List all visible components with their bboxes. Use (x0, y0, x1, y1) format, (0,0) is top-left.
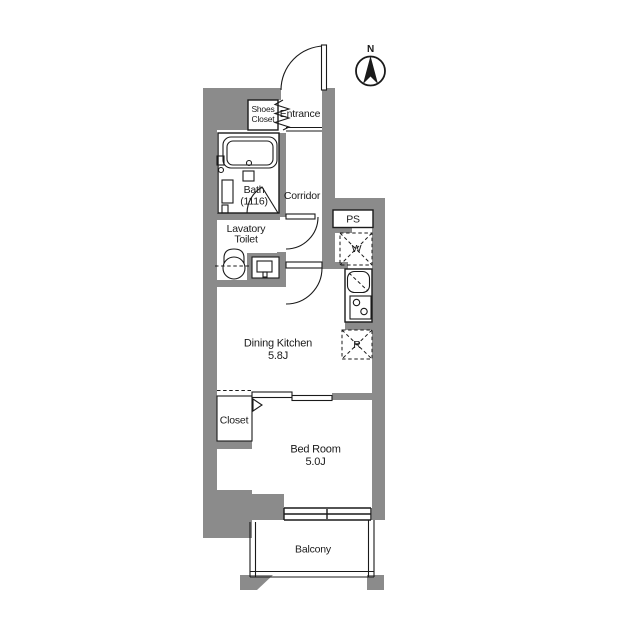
label-bedroom-size: 5.0J (306, 456, 326, 468)
label-balcony: Balcony (295, 544, 332, 556)
closet-door-marker (252, 397, 263, 413)
linework (215, 44, 386, 578)
wall-segment (203, 88, 281, 100)
label-corridor: Corridor (284, 190, 321, 202)
labels: Shoes Closet Entrance Bath (1116) Corrid… (220, 44, 374, 556)
stove-burner (360, 307, 368, 316)
wall-segment (345, 322, 372, 330)
wall-segment (203, 490, 252, 538)
wall-segment (210, 213, 280, 220)
lavatory-door-leaf (285, 213, 316, 220)
kitchen-sink-diagonal (348, 272, 369, 292)
sliding-door-panel (251, 391, 293, 399)
label-shoes-closet: Shoes (251, 104, 274, 114)
label-bath-size: (1116) (240, 196, 268, 208)
bath-counter-small (221, 204, 229, 214)
bedroom-window (283, 507, 372, 521)
label-lavatory: Lavatory (227, 223, 267, 235)
shoes-closet-door-zigzag (273, 99, 291, 131)
wall-segment (322, 227, 352, 233)
entrance-door-arc (280, 45, 325, 91)
label-washer: W (352, 243, 362, 255)
bath-step (242, 170, 255, 182)
refrigerator-space-box (341, 329, 373, 360)
bath-faucet (216, 155, 225, 166)
sliding-door-panel (291, 394, 333, 402)
wall-segment (252, 494, 284, 520)
vanity-counter (251, 256, 280, 279)
toilet-bowl (222, 256, 246, 280)
wall-segment (277, 133, 286, 217)
bath-counter (221, 179, 234, 204)
entrance-door-leaf (320, 44, 328, 91)
label-compass-north: N (367, 44, 374, 55)
label-dining-kitchen-size: 5.8J (268, 350, 288, 362)
label-refrigerator: R (353, 339, 361, 351)
wall-segment (205, 441, 252, 449)
label-bath: Bath (244, 184, 265, 196)
vanity-faucet (262, 271, 268, 278)
wall-segment (203, 88, 217, 538)
refrigerator-space-cross (341, 329, 373, 360)
stove-burner (352, 298, 361, 307)
closet-box (216, 395, 253, 442)
label-toilet: Toilet (234, 234, 258, 246)
washer-space-box (339, 232, 373, 266)
shoes-closet-box (247, 99, 279, 131)
label-dining-kitchen: Dining Kitchen (244, 338, 312, 350)
bath-door-arc (246, 186, 279, 214)
washer-space-cross (339, 232, 373, 266)
balcony-railing (249, 520, 375, 578)
compass-needle (363, 56, 378, 84)
bathtub-drain (245, 159, 253, 167)
entrance-threshold (286, 126, 322, 132)
label-entrance: Entrance (280, 108, 321, 120)
dining-kitchen-door-arc (285, 267, 323, 305)
label-pipe-space: PS (346, 214, 360, 226)
wall-segment (372, 198, 385, 520)
label-bedroom: Bed Room (290, 444, 340, 456)
pillar (240, 575, 273, 590)
lavatory-door-arc (285, 216, 319, 250)
wall-segment (322, 198, 385, 210)
pillar (367, 575, 384, 590)
label-shoes-closet: Closet (252, 114, 276, 124)
dining-kitchen-door-leaf (285, 261, 323, 269)
pipe-space-box (332, 209, 374, 229)
wall-segment (210, 280, 286, 287)
wall-segment (322, 262, 348, 269)
label-closet: Closet (220, 415, 249, 427)
wall-segment (332, 393, 372, 400)
wall-segment (322, 88, 335, 269)
bath-faucet-knob (217, 166, 225, 174)
stove (349, 295, 372, 320)
bathtub (222, 136, 278, 169)
